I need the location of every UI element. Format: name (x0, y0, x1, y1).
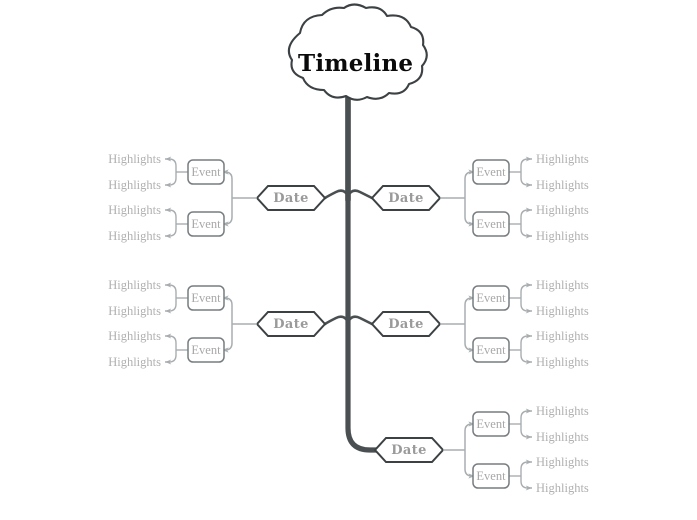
branch-connectors-right-3 (443, 408, 532, 491)
trunk-branch-connectors (323, 189, 374, 326)
branch-connectors-right-2 (440, 282, 532, 365)
branch-connectors-right-1 (440, 156, 532, 239)
trunk-stem (345, 93, 380, 453)
branch-connectors-left-2 (165, 282, 257, 365)
event-node-shapes-right-1[interactable] (472, 159, 510, 237)
event-node-shapes-right-3[interactable] (472, 411, 510, 489)
root-cloud-shape[interactable] (287, 3, 428, 101)
date-node-shapes[interactable] (255, 185, 445, 463)
event-node-shapes-right-2[interactable] (472, 285, 510, 363)
event-node-shapes-left-1[interactable] (187, 159, 225, 237)
branch-connectors-left-1 (165, 156, 257, 239)
event-node-shapes-left-2[interactable] (187, 285, 225, 363)
